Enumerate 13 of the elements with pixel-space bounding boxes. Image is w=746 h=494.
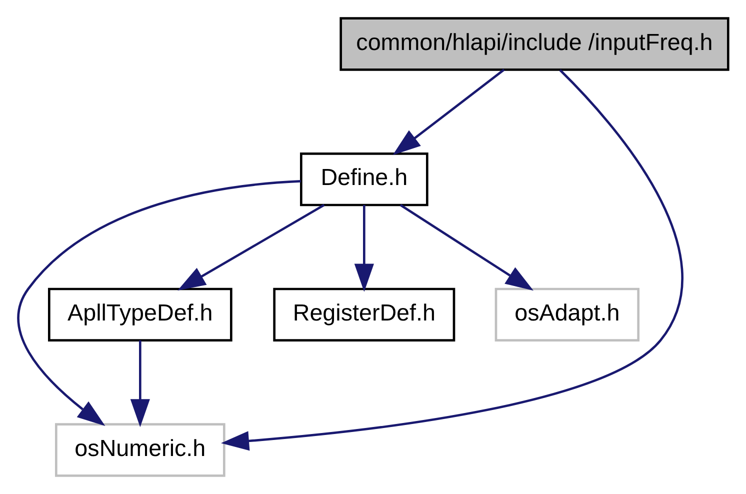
node-box: ApllTypeDef.h [48,288,232,342]
node-box: osAdapt.h [494,288,640,342]
arrow [392,68,505,156]
arrow [17,180,301,426]
node-box: Define.h [300,152,428,206]
arrow [178,204,325,291]
node-box: osNumeric.h [54,423,226,477]
node-box: RegisterDef.h [273,288,456,342]
node-box: common/hlapi/include /inputFreq.h [340,17,730,71]
arrow [220,69,683,451]
arrow [130,340,150,428]
arrow [354,205,374,292]
arrow [400,204,534,291]
